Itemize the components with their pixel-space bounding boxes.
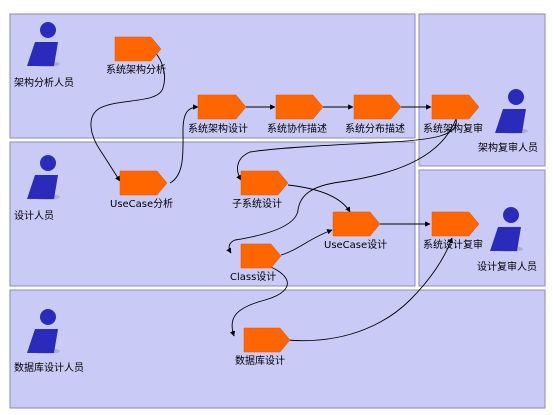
activity-system-collab-desc[interactable]: [275, 94, 324, 120]
activity-system-arch-design[interactable]: [197, 94, 247, 120]
flow-arch-review-to-subsystem-design: [236, 118, 457, 181]
activity-subsystem-design[interactable]: [240, 170, 289, 196]
actor-icon-arch-reviewer: [495, 89, 528, 134]
actor-icon-db-designer: [27, 309, 60, 354]
actor-icon-design-reviewer: [490, 207, 523, 252]
actor-label-design-reviewer: 设计复审人员: [477, 260, 537, 273]
actor-icon-arch-analyst: [27, 22, 60, 67]
flow-class-design-to-usecase-design: [280, 229, 333, 256]
activity-usecase-design[interactable]: [332, 211, 381, 237]
actor-label-db-designer: 数据库设计人员: [14, 361, 84, 374]
activity-label-system-design-review: 系统设计复审: [423, 238, 483, 251]
activity-label-system-collab-desc: 系统协作描述: [267, 122, 327, 135]
activity-usecase-analysis[interactable]: [119, 170, 168, 196]
actor-label-arch-reviewer: 架构复审人员: [478, 141, 538, 154]
activity-label-usecase-design: UseCase设计: [324, 238, 387, 251]
activity-label-system-dist-desc: 系统分布描述: [345, 122, 405, 135]
lane-arch-review: [418, 13, 546, 167]
activity-database-design[interactable]: [243, 327, 291, 353]
activity-label-system-arch-design: 系统架构设计: [188, 122, 248, 135]
activity-label-usecase-analysis: UseCase分析: [110, 197, 173, 210]
actor-icon-designer: [27, 155, 60, 200]
activity-label-database-design: 数据库设计: [235, 354, 285, 367]
flow-class-design-to-database-design: [229, 263, 288, 337]
actor-label-arch-analyst: 架构分析人员: [14, 76, 74, 89]
activity-label-class-design: Class设计: [230, 270, 276, 283]
activity-class-design[interactable]: [240, 243, 282, 269]
activity-label-system-arch-review: 系统架构复审: [423, 122, 483, 135]
flow-arch-review-to-class-design: [226, 118, 457, 254]
flow-subsystem-design-to-usecase-design: [287, 184, 351, 213]
control-flows: [90, 48, 457, 342]
flow-database-design-to-design-review: [286, 237, 453, 342]
activity-system-arch-analysis[interactable]: [114, 36, 162, 62]
lane-arch-analysis: [9, 13, 416, 139]
flow-usecase-analysis-to-arch-design: [169, 104, 199, 184]
activity-label-subsystem-design: 子系统设计: [232, 197, 282, 210]
actor-label-designer: 设计人员: [14, 209, 54, 222]
activity-label-system-arch-analysis: 系统架构分析: [106, 63, 166, 76]
activity-system-arch-review[interactable]: [431, 94, 480, 120]
flow-arch-analysis-to-usecase-analysis: [90, 48, 165, 182]
activity-system-design-review[interactable]: [431, 211, 480, 237]
activity-system-dist-desc[interactable]: [353, 94, 402, 120]
